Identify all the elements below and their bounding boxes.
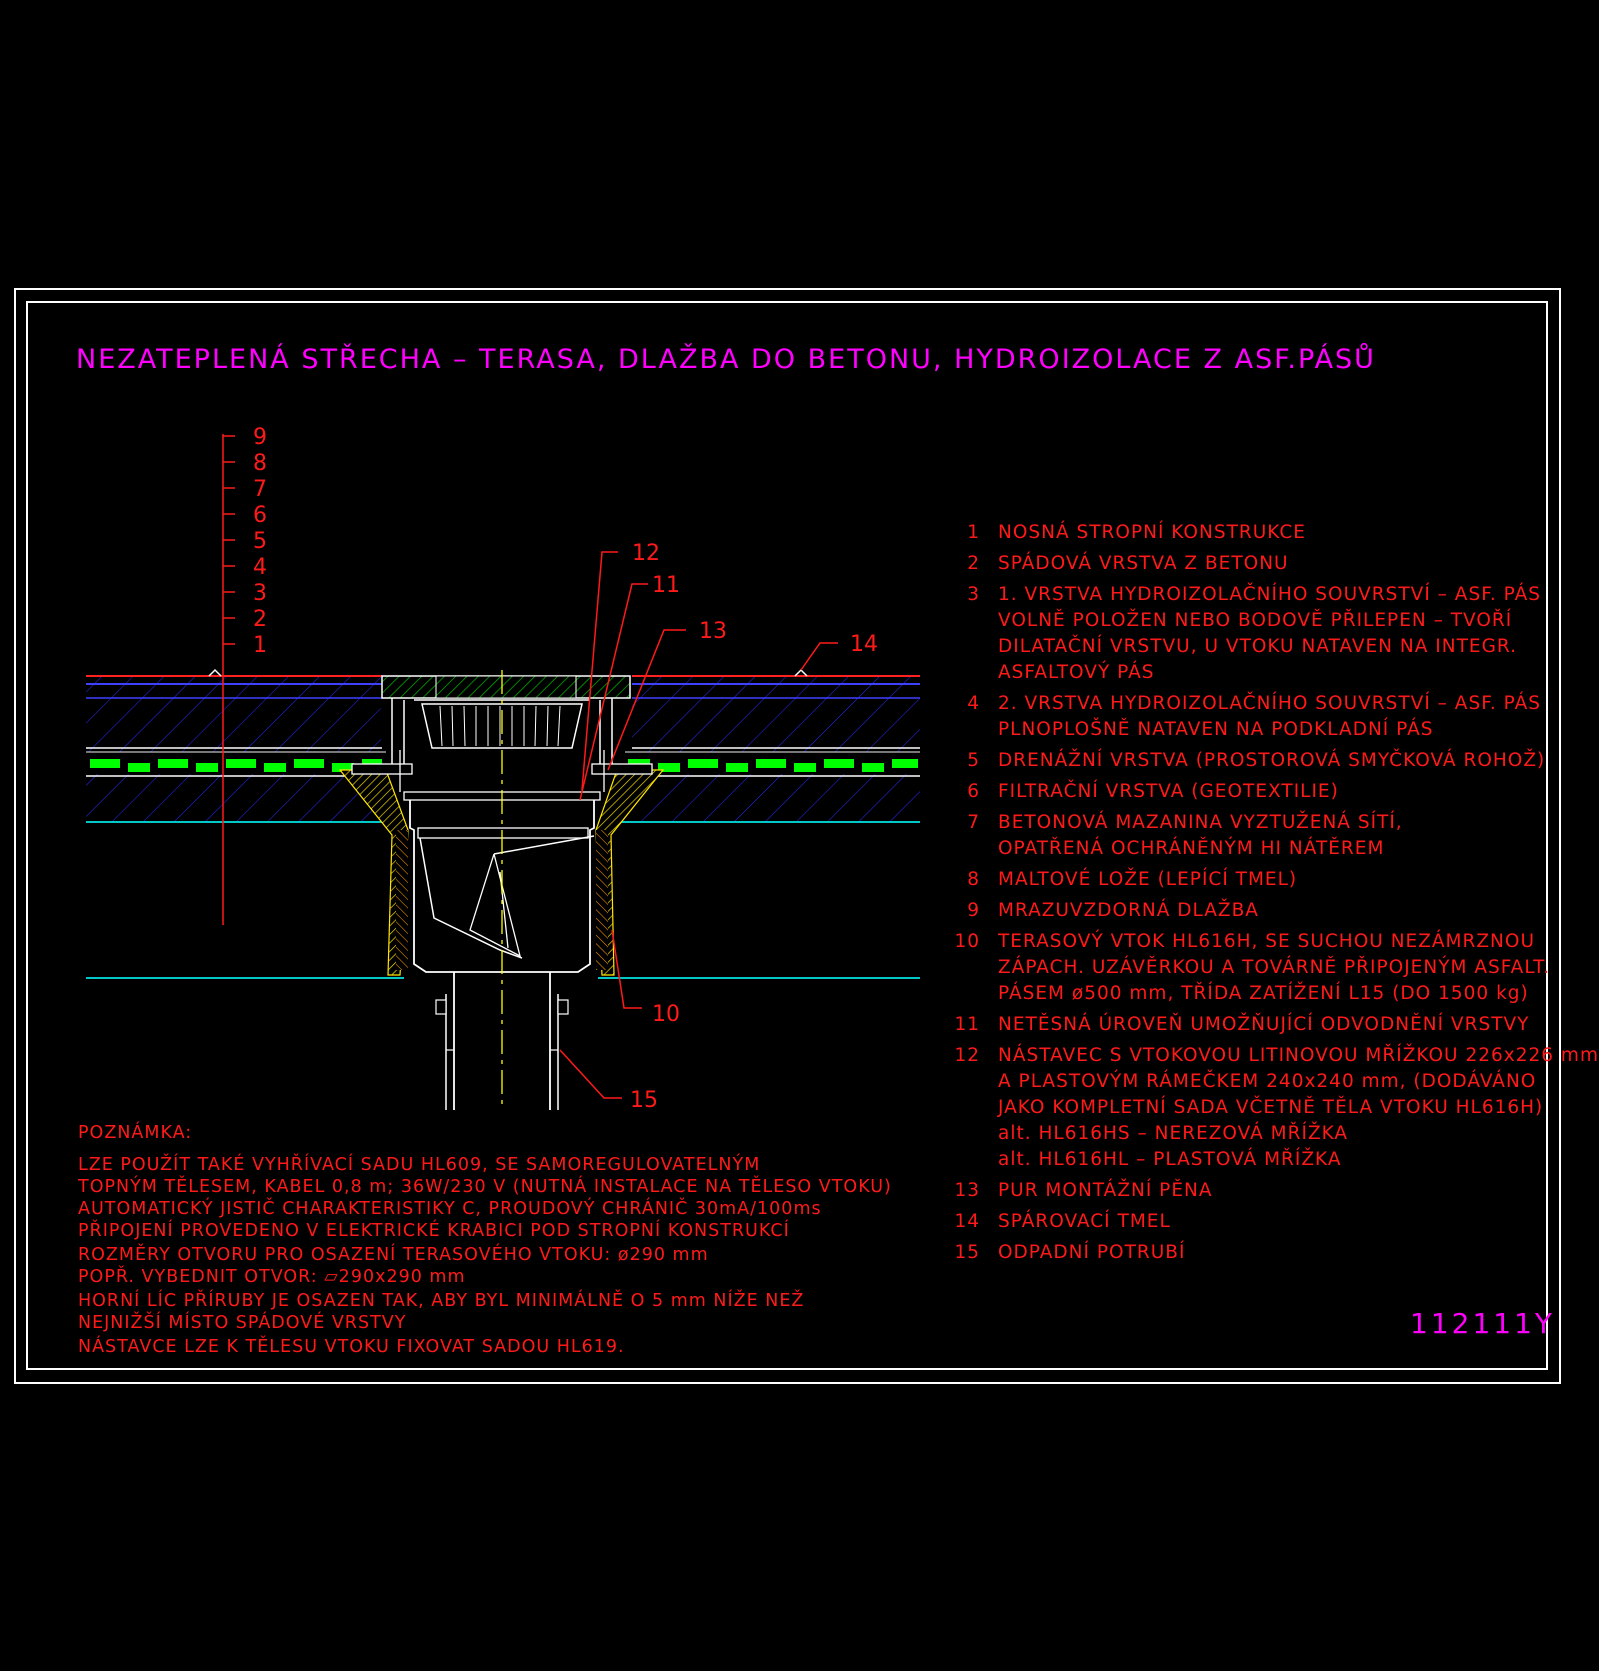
legend-item: 15 ODPADNÍ POTRUBÍ	[950, 1240, 1550, 1266]
legend-text: alt. HL616HS – NEREZOVÁ MŘÍŽKA	[998, 1123, 1349, 1144]
legend-text: ASFALTOVÝ PÁS	[998, 662, 1155, 683]
legend-item: 2 SPÁDOVÁ VRSTVA Z BETONU	[950, 551, 1550, 577]
legend-text: OPATŘENÁ OCHRÁNĚNÝM HI NÁTĚREM	[998, 838, 1385, 859]
legend-number: 4	[967, 693, 980, 714]
scale-label: 2	[253, 607, 267, 632]
legend-text: PÁSEM ø500 mm, TŘÍDA ZATÍŽENÍ L15 (DO 15…	[998, 983, 1529, 1004]
outer-frame	[14, 288, 1561, 1384]
note-block: NÁSTAVCE LZE K TĚLESU VTOKU FIXOVAT SADO…	[78, 1336, 892, 1358]
legend-text: ZÁPACH. UZÁVĚRKOU A TOVÁRNĚ PŘIPOJENÝM A…	[998, 957, 1551, 978]
legend-number: 9	[967, 900, 980, 921]
legend-text: NÁSTAVEC S VTOKOVOU LITINOVOU MŘÍŽKOU 22…	[998, 1045, 1599, 1066]
callout-10: 10	[652, 1002, 680, 1027]
callout-12: 12	[632, 541, 660, 566]
legend-number: 2	[967, 553, 980, 574]
legend-item: 14 SPÁROVACÍ TMEL	[950, 1209, 1550, 1235]
legend-text: PUR MONTÁŽNÍ PĚNA	[998, 1180, 1213, 1201]
note-line: NÁSTAVCE LZE K TĚLESU VTOKU FIXOVAT SADO…	[78, 1337, 625, 1357]
legend-number: 11	[954, 1014, 980, 1035]
legend-number: 6	[967, 781, 980, 802]
legend-number: 12	[954, 1045, 980, 1066]
legend-text: 2. VRSTVA HYDROIZOLAČNÍHO SOUVRSTVÍ – AS…	[998, 693, 1542, 714]
scale-label: 7	[253, 477, 267, 502]
scale-label: 6	[253, 503, 267, 528]
scale-label: 1	[253, 633, 267, 658]
legend-text: 1. VRSTVA HYDROIZOLAČNÍHO SOUVRSTVÍ – AS…	[998, 584, 1542, 605]
roof-section	[86, 668, 920, 979]
legend-item: 11 NETĚSNÁ ÚROVEŇ UMOŽŇUJÍCÍ ODVODNĚNÍ VR…	[950, 1012, 1550, 1038]
note-block: ROZMĚRY OTVORU PRO OSAZENÍ TERASOVÉHO VT…	[78, 1244, 892, 1288]
legend-number: 7	[967, 812, 980, 833]
legend-text: DRENÁŽNÍ VRSTVA (PROSTOROVÁ SMYČKOVÁ ROH…	[998, 750, 1546, 771]
legend-text: SPÁDOVÁ VRSTVA Z BETONU	[998, 553, 1289, 574]
callout-14: 14	[850, 632, 878, 657]
legend-number: 3	[967, 584, 980, 605]
scale-label: 5	[253, 529, 267, 554]
legend-number: 5	[967, 750, 980, 771]
legend-text: NOSNÁ STROPNÍ KONSTRUKCE	[998, 522, 1306, 543]
legend-list: 1 NOSNÁ STROPNÍ KONSTRUKCE 2 SPÁDOVÁ VRSTVA…	[950, 520, 1599, 1271]
scale-label: 4	[253, 555, 267, 580]
callout-leaders	[559, 551, 838, 1099]
legend-text: MRAZUVZDORNÁ DLAŽBA	[998, 900, 1259, 921]
legend-text: PLNOPLOŠNĚ NATAVEN NA PODKLADNÍ PÁS	[998, 719, 1434, 740]
note-line: HORNÍ LÍC PŘÍRUBY JE OSAZEN TAK, ABY BYL…	[78, 1291, 805, 1311]
legend-item: 4 2. VRSTVA HYDROIZOLAČNÍHO SOUVRSTVÍ – A…	[950, 691, 1550, 743]
scale-label: 8	[253, 451, 267, 476]
note-line: TOPNÝM TĚLESEM, KABEL 0,8 m; 36W/230 V (…	[78, 1177, 892, 1197]
note-line: AUTOMATICKÝ JISTIČ CHARAKTERISTIKY C, PR…	[78, 1199, 822, 1219]
scale-label: 3	[253, 581, 267, 606]
legend-text: ODPADNÍ POTRUBÍ	[998, 1242, 1186, 1263]
legend-item: 10 TERASOVÝ VTOK HL616H, SE SUCHOU NEZÁMR…	[950, 929, 1550, 1007]
legend-text: DILATAČNÍ VRSTVU, U VTOKU NATAVEN NA INT…	[998, 636, 1517, 657]
note-line: PŘIPOJENÍ PROVEDENO V ELEKTRICKÉ KRABICI…	[78, 1221, 790, 1241]
legend-item: 6 FILTRAČNÍ VRSTVA (GEOTEXTILIE)	[950, 779, 1550, 805]
callout-labels: 12 11 13 14 10 15	[630, 541, 878, 1113]
legend-text: SPÁROVACÍ TMEL	[998, 1211, 1171, 1232]
note-line: POPŘ. VYBEDNIT OTVOR: ▱290x290 mm	[78, 1267, 466, 1287]
legend-item: 12 NÁSTAVEC S VTOKOVOU LITINOVOU MŘÍŽKOU …	[950, 1043, 1599, 1173]
inner-frame	[26, 301, 1548, 1370]
legend-number: 8	[967, 869, 980, 890]
note-line: ROZMĚRY OTVORU PRO OSAZENÍ TERASOVÉHO VT…	[78, 1245, 709, 1265]
note-line: LZE POUŽÍT TAKÉ VYHŘÍVACÍ SADU HL609, SE…	[78, 1155, 761, 1175]
callout-13: 13	[699, 619, 727, 644]
legend-item: 8 MALTOVÉ LOŽE (LEPÍCÍ TMEL)	[950, 867, 1550, 893]
callout-11: 11	[652, 573, 680, 598]
legend-number: 14	[954, 1211, 980, 1232]
legend-item: 3 1. VRSTVA HYDROIZOLAČNÍHO SOUVRSTVÍ – A…	[950, 582, 1550, 686]
legend-text: BETONOVÁ MAZANINA VYZTUŽENÁ SÍTÍ,	[998, 812, 1403, 833]
note-block: LZE POUŽÍT TAKÉ VYHŘÍVACÍ SADU HL609, SE…	[78, 1154, 892, 1242]
legend-text: NETĚSNÁ ÚROVEŇ UMOŽŇUJÍCÍ ODVODNĚNÍ VRST…	[998, 1014, 1530, 1035]
legend-number: 1	[967, 522, 980, 543]
note-block: HORNÍ LÍC PŘÍRUBY JE OSAZEN TAK, ABY BYL…	[78, 1290, 892, 1334]
legend-item: 5 DRENÁŽNÍ VRSTVA (PROSTOROVÁ SMYČKOVÁ RO…	[950, 748, 1550, 774]
legend-item: 13 PUR MONTÁŽNÍ PĚNA	[950, 1178, 1550, 1204]
legend-text: TERASOVÝ VTOK HL616H, SE SUCHOU NEZÁMRZN…	[998, 931, 1535, 952]
notes-heading: POZNÁMKA:	[78, 1123, 193, 1143]
drawing-title: NEZATEPLENÁ STŘECHA – TERASA, DLAŽBA DO …	[76, 344, 1376, 375]
callout-15: 15	[630, 1088, 658, 1113]
legend-item: 7 BETONOVÁ MAZANINA VYZTUŽENÁ SÍTÍ, OPATŘE…	[950, 810, 1550, 862]
legend-text: alt. HL616HL – PLASTOVÁ MŘÍŽKA	[998, 1149, 1342, 1170]
legend-number: 10	[954, 931, 980, 952]
legend-number: 15	[954, 1242, 980, 1263]
legend-item: 9 MRAZUVZDORNÁ DLAŽBA	[950, 898, 1550, 924]
scale-label: 9	[253, 425, 267, 450]
legend-text: VOLNĚ POLOŽEN NEBO BODOVĚ PŘILEPEN – TVO…	[998, 610, 1513, 631]
notes-block: POZNÁMKA: LZE POUŽÍT TAKÉ VYHŘÍVACÍ SADU…	[78, 1122, 892, 1360]
legend-text: FILTRAČNÍ VRSTVA (GEOTEXTILIE)	[998, 781, 1339, 802]
legend-text: A PLASTOVÝM RÁMEČKEM 240x240 mm, (DODÁVÁ…	[998, 1071, 1537, 1092]
drawing-code: 112111Y	[1410, 1307, 1555, 1340]
legend-text: JAKO KOMPLETNÍ SADA VČETNĚ TĚLA VTOKU HL…	[998, 1097, 1544, 1118]
note-line: NEJNIŽŠÍ MÍSTO SPÁDOVÉ VRSTVY	[78, 1313, 407, 1333]
legend-item: 1 NOSNÁ STROPNÍ KONSTRUKCE	[950, 520, 1550, 546]
legend-text: MALTOVÉ LOŽE (LEPÍCÍ TMEL)	[998, 869, 1298, 890]
legend-number: 13	[954, 1180, 980, 1201]
